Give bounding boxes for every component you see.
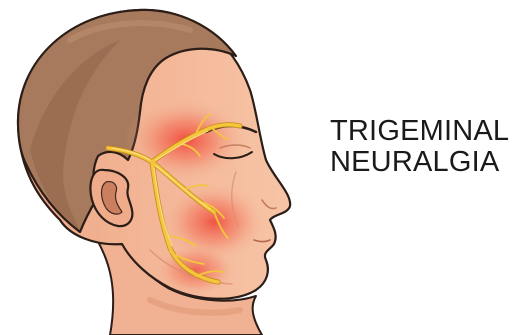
title-line-1: TRIGEMINAL — [330, 116, 525, 147]
title-block: TRIGEMINAL NEURALGIA — [330, 116, 525, 178]
title-line-2: NEURALGIA — [330, 147, 525, 178]
